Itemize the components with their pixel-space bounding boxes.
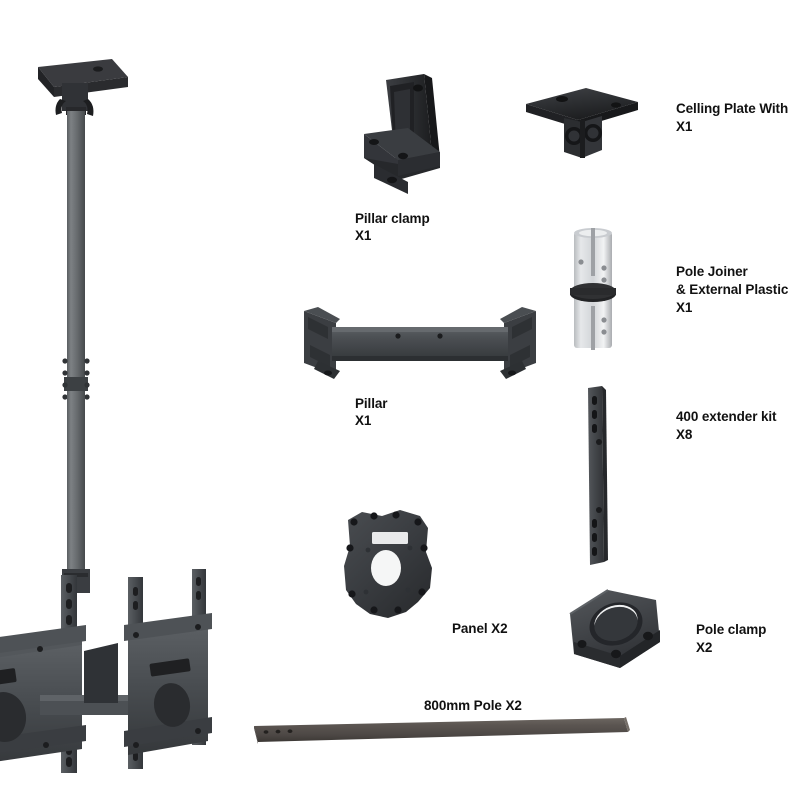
pole-clamp-label: Pole clamp <box>696 622 767 637</box>
assembly-pole-upper <box>67 111 85 401</box>
assembly-ceiling-plate <box>38 59 128 116</box>
pillar-right-bracket <box>500 307 536 379</box>
extender-kit-rail <box>582 386 612 566</box>
vesa-panel-plate <box>336 506 442 624</box>
pillar-left-bracket <box>304 307 340 379</box>
pole-joiner-qty: X1 <box>676 300 693 315</box>
ceiling-plate <box>520 86 642 160</box>
pole-clamp-qty: X2 <box>696 640 713 655</box>
pillar-clamp-label: Pillar clamp <box>355 211 430 226</box>
pillar-label: Pillar <box>355 396 388 411</box>
pole-800-label: 800mm Pole X2 <box>424 698 522 713</box>
assembly-panel-right <box>124 613 212 755</box>
pillar-clamp <box>352 72 458 198</box>
assembly-panel-left <box>0 625 86 762</box>
extender-kit-qty: X8 <box>676 427 693 442</box>
pole-800mm <box>252 716 630 750</box>
assembly-pole-lower <box>67 391 85 591</box>
assembly-pole-joiner <box>62 358 90 400</box>
ceiling-plate-qty: X1 <box>676 119 693 134</box>
ceiling-mount-assembly <box>0 55 230 773</box>
pole-joiner-label2: & External Plastic <box>676 282 789 297</box>
ceiling-plate-label: Celling Plate With <box>676 101 789 116</box>
pole-clamp <box>560 588 670 674</box>
panel-label: Panel X2 <box>452 621 508 636</box>
extender-kit-label: 400 extender kit <box>676 409 777 424</box>
pole-joiner <box>566 224 622 354</box>
pillar-bar <box>300 305 540 383</box>
pillar-clamp-qty: X1 <box>355 228 372 243</box>
pillar-qty: X1 <box>355 413 372 428</box>
pole-joiner-label: Pole Joiner <box>676 264 748 279</box>
